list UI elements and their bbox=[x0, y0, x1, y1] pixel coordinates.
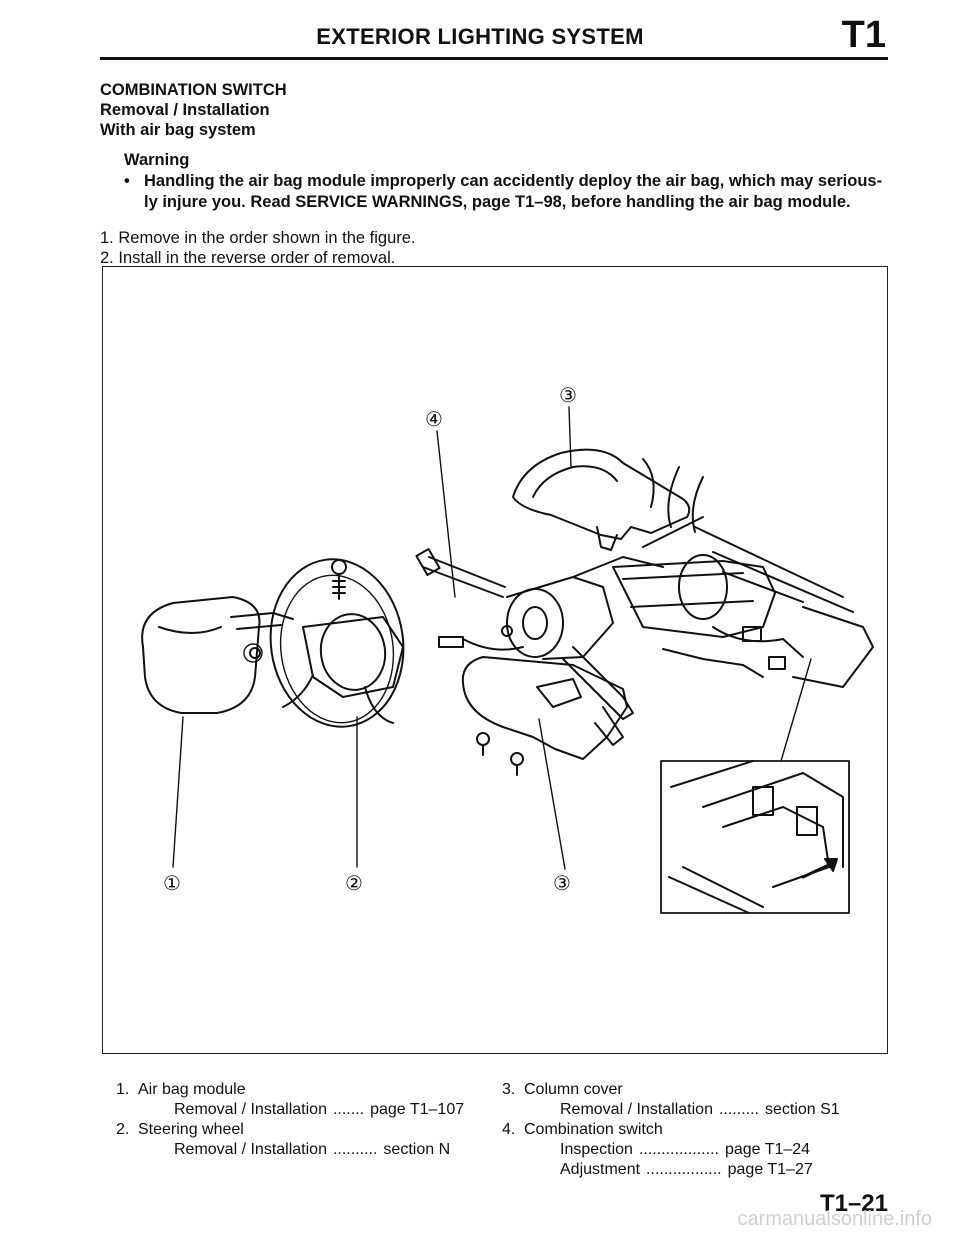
legend-subitem: Inspection .................. page T1–24 bbox=[502, 1140, 840, 1160]
step-text: Install in the reverse order of removal. bbox=[118, 249, 396, 267]
section-condition: With air bag system bbox=[100, 121, 256, 139]
legend-sub-label: Inspection bbox=[560, 1141, 633, 1158]
warning-line-2: ly injure you. Read SERVICE WARNINGS, pa… bbox=[144, 193, 851, 211]
legend-number: 2. bbox=[116, 1121, 130, 1138]
legend-reference: section S1 bbox=[764, 1101, 840, 1118]
legend-number: 4. bbox=[502, 1121, 516, 1138]
dashboard-outline bbox=[642, 458, 854, 613]
legend-dots: .......... bbox=[332, 1141, 378, 1158]
legend-reference: section N bbox=[383, 1141, 451, 1158]
legend-subitem: Removal / Installation ......... section… bbox=[502, 1100, 840, 1120]
steering-column bbox=[612, 554, 874, 688]
callout-leaders bbox=[172, 406, 812, 870]
legend-dots: ......... bbox=[718, 1101, 759, 1118]
warning-item: • Handling the air bag module improperly… bbox=[124, 171, 894, 192]
legend-sub-label: Removal / Installation bbox=[174, 1101, 327, 1118]
step-2: 2. Install in the reverse order of remov… bbox=[100, 248, 416, 268]
header-rule bbox=[100, 57, 888, 60]
legend-left: 1. Air bag module Removal / Installation… bbox=[116, 1080, 464, 1160]
warning-block: Warning • Handling the air bag module im… bbox=[124, 150, 894, 213]
warning-label: Warning bbox=[124, 151, 190, 169]
legend-number: 3. bbox=[502, 1081, 516, 1098]
section-code: T1 bbox=[841, 14, 886, 56]
combination-switch bbox=[415, 547, 664, 720]
callout-3-bottom: ③ bbox=[553, 873, 571, 895]
procedure-steps: 1. Remove in the order shown in the figu… bbox=[100, 228, 416, 268]
air-bag-module bbox=[141, 596, 294, 714]
wheel-bolt bbox=[331, 559, 347, 600]
callout-1: ① bbox=[163, 873, 181, 895]
step-text: Remove in the order shown in the figure. bbox=[118, 229, 416, 247]
exploded-view-figure: ④ ③ ① ② ③ bbox=[102, 266, 888, 1054]
legend-sub-label: Removal / Installation bbox=[560, 1101, 713, 1118]
legend-reference: page T1–107 bbox=[370, 1101, 465, 1118]
section-subtitle: Removal / Installation bbox=[100, 101, 270, 119]
legend-subitem: Removal / Installation ....... page T1–1… bbox=[116, 1100, 464, 1120]
legend-dots: ....... bbox=[332, 1101, 365, 1118]
cover-screws bbox=[476, 732, 524, 776]
upper-column-cover bbox=[512, 448, 691, 551]
callout-4: ④ bbox=[425, 409, 443, 431]
legend-dots: .................. bbox=[638, 1141, 719, 1158]
legend-subitem: Adjustment ................. page T1–27 bbox=[502, 1160, 840, 1180]
legend-dots: ................. bbox=[646, 1161, 722, 1178]
bullet: • bbox=[124, 172, 130, 190]
steering-wheel bbox=[269, 558, 405, 728]
step-1: 1. Remove in the order shown in the figu… bbox=[100, 228, 416, 248]
legend-reference: page T1–27 bbox=[727, 1161, 813, 1178]
section-title: COMBINATION SWITCH bbox=[100, 81, 287, 99]
figure-illustration bbox=[141, 406, 874, 914]
callout-3-top: ③ bbox=[559, 385, 577, 407]
legend-name: Combination switch bbox=[524, 1121, 663, 1138]
step-number: 2. bbox=[100, 249, 114, 267]
legend-name: Steering wheel bbox=[138, 1121, 244, 1138]
legend-name: Column cover bbox=[524, 1081, 623, 1098]
inset-detail bbox=[660, 760, 850, 914]
legend-number: 1. bbox=[116, 1081, 130, 1098]
legend-right: 3. Column cover Removal / Installation .… bbox=[502, 1080, 840, 1180]
watermark: carmanualsonline.info bbox=[737, 1208, 932, 1230]
legend-item-3: 3. Column cover bbox=[502, 1080, 840, 1100]
page-number: T1–21 bbox=[819, 1190, 888, 1217]
legend-name: Air bag module bbox=[138, 1081, 246, 1098]
legend-reference: page T1–24 bbox=[724, 1141, 811, 1158]
lower-column-cover bbox=[461, 656, 628, 760]
legend-item-2: 2. Steering wheel bbox=[116, 1120, 464, 1140]
header-title: EXTERIOR LIGHTING SYSTEM bbox=[316, 24, 644, 49]
warning-line-1: Handling the air bag module improperly c… bbox=[144, 172, 883, 190]
section-heading: COMBINATION SWITCH Removal / Installatio… bbox=[100, 80, 287, 140]
callout-2: ② bbox=[345, 873, 363, 895]
legend-item-1: 1. Air bag module bbox=[116, 1080, 464, 1100]
legend-sub-label: Adjustment bbox=[560, 1161, 641, 1178]
legend-item-4: 4. Combination switch bbox=[502, 1120, 840, 1140]
step-number: 1. bbox=[100, 229, 114, 247]
legend-subitem: Removal / Installation .......... sectio… bbox=[116, 1140, 464, 1160]
legend-sub-label: Removal / Installation bbox=[174, 1141, 327, 1158]
